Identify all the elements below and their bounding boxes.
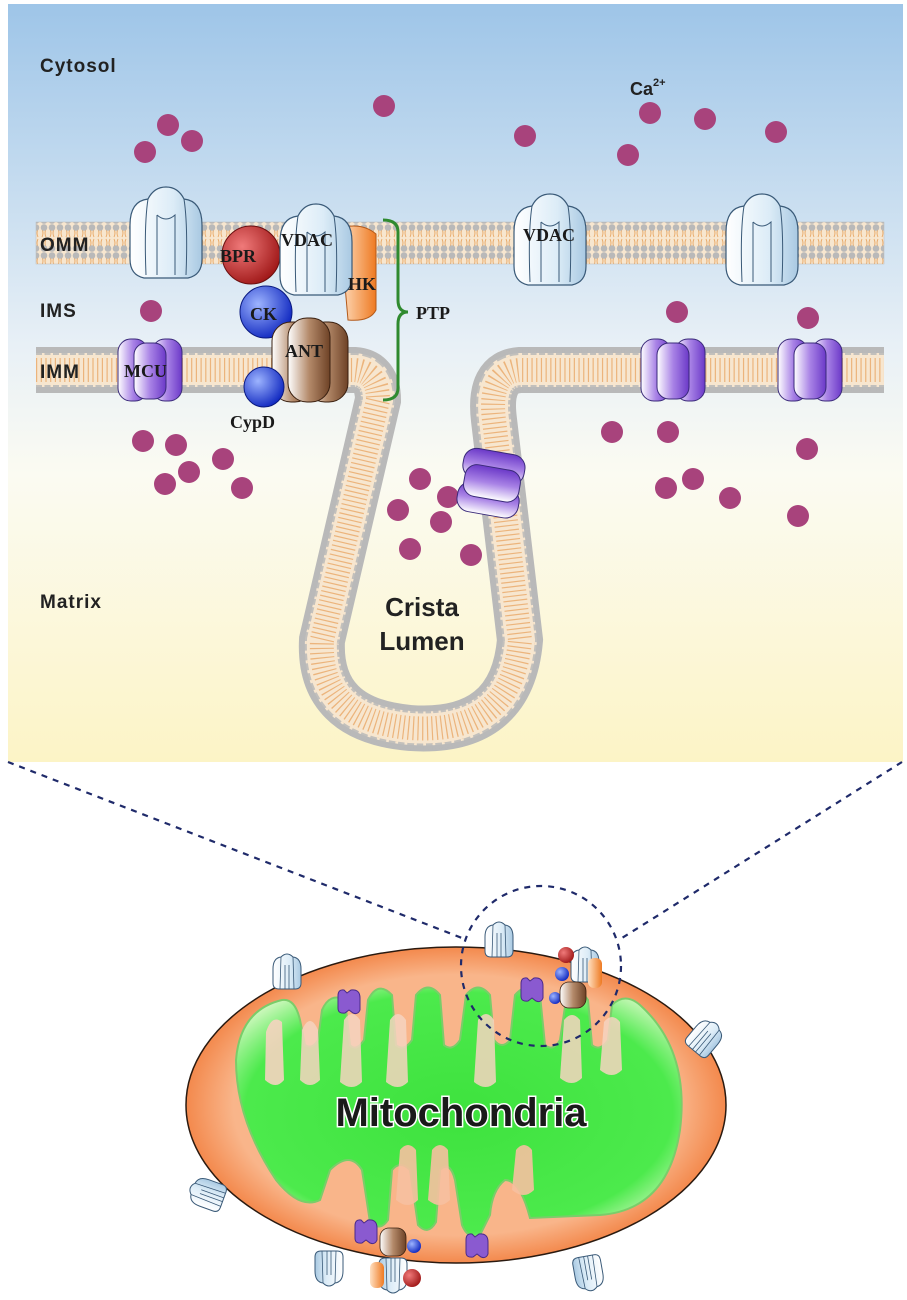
mitochondrion bbox=[185, 946, 727, 1264]
ptp-bracket bbox=[382, 218, 409, 402]
calcium-ion bbox=[657, 421, 679, 443]
cypd-protein bbox=[243, 366, 285, 408]
calcium-ion bbox=[437, 486, 459, 508]
mito-ptp-icon bbox=[370, 1227, 421, 1288]
calcium-ion bbox=[655, 477, 677, 499]
calcium-ion bbox=[154, 473, 176, 495]
mito-vdac-icon bbox=[314, 1250, 344, 1287]
bpr-label: BPR bbox=[220, 246, 257, 266]
vdac-channel bbox=[725, 193, 799, 286]
ptp-label: PTP bbox=[416, 303, 450, 323]
vdac-label-left: VDAC bbox=[281, 230, 333, 250]
calcium-ion bbox=[178, 461, 200, 483]
calcium-ion bbox=[399, 538, 421, 560]
ck-protein bbox=[239, 285, 293, 339]
calcium-ion bbox=[694, 108, 716, 130]
mito-mcu-icon bbox=[354, 1219, 378, 1245]
calcium-ion bbox=[134, 141, 156, 163]
calcium-ion bbox=[765, 121, 787, 143]
calcium-ion bbox=[796, 438, 818, 460]
region-label-imm: IMM bbox=[40, 362, 80, 383]
hk-label: HK bbox=[348, 274, 376, 294]
ant-protein bbox=[271, 317, 349, 403]
mito-mcu-icon bbox=[337, 989, 361, 1015]
crista-label-line1: Crista bbox=[385, 592, 459, 622]
calcium-ions bbox=[132, 95, 819, 566]
mcu-channel bbox=[640, 338, 706, 402]
zoom-line-left bbox=[7, 760, 463, 940]
mito-vdac-icon bbox=[484, 921, 514, 958]
inner-membrane bbox=[36, 347, 884, 752]
crista-label-line2: Lumen bbox=[379, 626, 464, 656]
calcium-ion bbox=[666, 301, 688, 323]
calcium-ion bbox=[514, 125, 536, 147]
mito-mcu-icon bbox=[465, 1233, 489, 1259]
calcium-ion bbox=[460, 544, 482, 566]
calcium-ion bbox=[165, 434, 187, 456]
calcium-ion bbox=[231, 477, 253, 499]
mito-vdac-icon bbox=[571, 1253, 606, 1294]
calcium-ion bbox=[181, 130, 203, 152]
calcium-ion bbox=[617, 144, 639, 166]
calcium-ion bbox=[387, 499, 409, 521]
calcium-ion bbox=[157, 114, 179, 136]
calcium-ion bbox=[430, 511, 452, 533]
calcium-ion bbox=[682, 468, 704, 490]
region-label-omm: OMM bbox=[40, 235, 89, 256]
zoom-line-right bbox=[621, 761, 903, 939]
calcium-ion bbox=[132, 430, 154, 452]
calcium-ion bbox=[601, 421, 623, 443]
calcium-ion-label: Ca2+ bbox=[630, 77, 666, 99]
mito-mcu-icon bbox=[520, 977, 544, 1003]
vdac-label-right: VDAC bbox=[523, 225, 575, 245]
calcium-ion bbox=[409, 468, 431, 490]
region-label-matrix: Matrix bbox=[40, 592, 102, 613]
calcium-ion bbox=[639, 102, 661, 124]
region-label-ims: IMS bbox=[40, 301, 77, 322]
ptp-complex bbox=[221, 203, 377, 408]
mcu-channel bbox=[777, 338, 843, 402]
mitochondria-label: Mitochondria bbox=[335, 1091, 587, 1135]
calcium-ion bbox=[797, 307, 819, 329]
calcium-ion bbox=[719, 487, 741, 509]
ant-label: ANT bbox=[285, 341, 323, 361]
calcium-ion bbox=[787, 505, 809, 527]
calcium-ion bbox=[140, 300, 162, 322]
zoom-circle bbox=[459, 884, 623, 1048]
region-label-cytosol: Cytosol bbox=[40, 56, 117, 77]
calcium-ion bbox=[212, 448, 234, 470]
mito-vdac-icon bbox=[272, 953, 302, 990]
vdac-channel bbox=[129, 186, 203, 279]
cypd-label: CypD bbox=[230, 412, 275, 432]
ck-label: CK bbox=[250, 304, 277, 324]
mito-ptp-icon bbox=[549, 947, 602, 1009]
crista-mcu-channel bbox=[454, 445, 528, 521]
mcu-label: MCU bbox=[124, 361, 167, 381]
calcium-ion bbox=[373, 95, 395, 117]
